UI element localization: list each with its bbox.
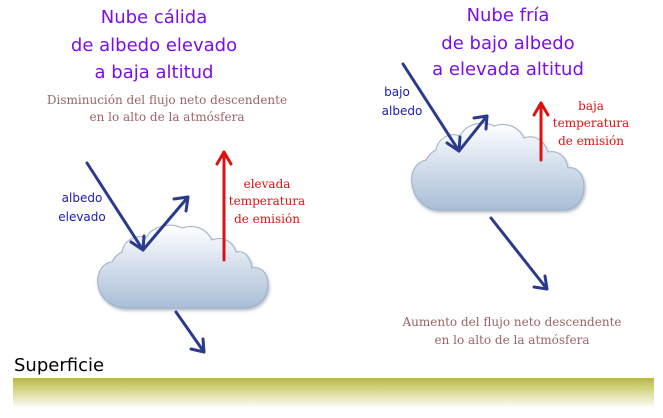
warm-cloud bbox=[97, 224, 269, 309]
warm-cloud-emission-line-2: temperatura bbox=[228, 194, 306, 208]
warm-cloud-sunlight-arrows bbox=[85, 161, 206, 354]
cold-cloud-flux-line-1: Aumento del flujo neto descendente bbox=[402, 315, 622, 329]
cold-cloud-sunlight-arrows bbox=[401, 62, 549, 291]
cold-cloud-title-line-1: Nube fría bbox=[466, 5, 550, 26]
cold-cloud-albedo-line-2: albedo bbox=[381, 104, 423, 118]
warm-cloud-emission-arrow bbox=[215, 150, 233, 262]
warm-cloud-emission-line-3: de emisión bbox=[234, 212, 300, 226]
cold-cloud-emission-line-3: de emisión bbox=[558, 134, 624, 148]
cold-cloud-title-line-3: a elevada altitud bbox=[432, 59, 584, 80]
warm-cloud-title-line-3: a baja altitud bbox=[94, 62, 214, 83]
cold-cloud-flux-line-2: en lo alto de la atmósfera bbox=[434, 333, 590, 347]
cold-cloud-emission-line-2: temperatura bbox=[552, 116, 630, 130]
warm-cloud-flux-line-2: en lo alto de la atmósfera bbox=[89, 110, 245, 124]
warm-cloud-flux-line-1: Disminución del flujo neto descendente bbox=[46, 93, 288, 107]
cold-cloud-emission-line-1: baja bbox=[578, 99, 604, 113]
warm-cloud-title-line-2: de albedo elevado bbox=[70, 35, 238, 56]
ground-surface bbox=[13, 378, 654, 408]
cold-cloud-title-line-2: de bajo albedo bbox=[441, 33, 575, 54]
warm-cloud-title-line-1: Nube cálida bbox=[100, 7, 208, 28]
cold-cloud-emission-arrow bbox=[532, 101, 550, 162]
warm-cloud-emission-line-1: elevada bbox=[243, 177, 291, 191]
warm-cloud-albedo-line-2: elevado bbox=[58, 210, 106, 224]
cold-cloud-albedo-line-1: bajo bbox=[384, 85, 410, 99]
warm-cloud-albedo-line-1: albedo bbox=[61, 191, 103, 205]
surface-label: Superficie bbox=[14, 355, 105, 376]
